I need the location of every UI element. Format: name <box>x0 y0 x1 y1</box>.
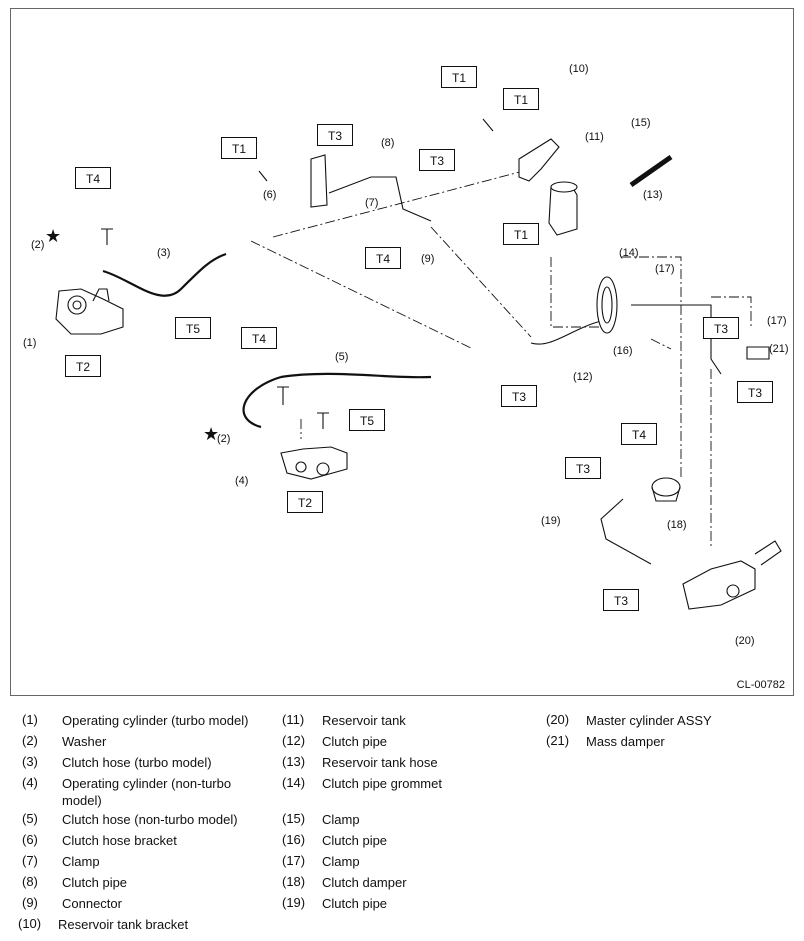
legend-number: (20) <box>546 712 570 727</box>
legend-number: (17) <box>282 853 306 868</box>
torque-tag: T3 <box>565 457 601 479</box>
figure-code: CL-00782 <box>736 679 785 691</box>
legend-number: (19) <box>282 895 306 910</box>
legend-text: Clutch pipe <box>322 734 388 749</box>
part-number-label: (5) <box>335 351 349 363</box>
legend-number: (2) <box>22 733 38 748</box>
part-number-label: (2) <box>217 433 231 445</box>
torque-tag: T4 <box>75 167 111 189</box>
torque-tag: T5 <box>175 317 211 339</box>
legend-number: (9) <box>22 895 38 910</box>
torque-tag: T3 <box>603 589 639 611</box>
legend-number: (12) <box>282 733 306 748</box>
legend-text: Clamp <box>322 812 360 827</box>
part-number-label: (16) <box>613 345 633 357</box>
legend-number: (21) <box>546 733 570 748</box>
part-number-label: (13) <box>643 189 663 201</box>
part-number-label: (17) <box>655 263 675 275</box>
part-number-label: (4) <box>235 475 249 487</box>
part-number-label: (12) <box>573 371 593 383</box>
part-number-label: (7) <box>365 197 379 209</box>
part-number-label: (19) <box>541 515 561 527</box>
legend-text: Clutch pipe <box>322 896 388 911</box>
torque-tag: T1 <box>441 66 477 88</box>
legend-text: Clamp <box>322 854 360 869</box>
legend-number: (7) <box>22 853 38 868</box>
legend-text: Clutch damper <box>322 875 407 890</box>
part-number-label: (2) <box>31 239 45 251</box>
legend-text: Reservoir tank bracket <box>58 917 189 932</box>
legend-text: Connector <box>62 896 122 911</box>
part-number-label: (18) <box>667 519 687 531</box>
torque-tag: T2 <box>287 491 323 513</box>
legend-number: (4) <box>22 775 38 790</box>
part-number-label: (1) <box>23 337 37 349</box>
legend-text: Reservoir tank hose <box>322 755 438 770</box>
torque-tag: T3 <box>317 124 353 146</box>
legend-number: (11) <box>282 712 305 727</box>
legend-text: Clutch hose (non-turbo model) <box>62 812 238 827</box>
legend-number: (16) <box>282 832 306 847</box>
torque-tag: T4 <box>365 247 401 269</box>
legend-number: (15) <box>282 811 306 826</box>
part-number-label: (14) <box>619 247 639 259</box>
torque-tag: T1 <box>221 137 257 159</box>
legend-number: (13) <box>282 754 306 769</box>
part-number-label: (15) <box>631 117 651 129</box>
legend-text: Operating cylinder (turbo model) <box>62 713 249 728</box>
legend-text: Clutch pipe <box>62 875 128 890</box>
part-number-label: (20) <box>735 635 755 647</box>
diagram-frame: T1 T1 T1 T1 T3 T3 T4 T4 T5 T2 T4 T5 T2 T… <box>10 8 794 696</box>
legend-text: Operating cylinder (non-turbo model) <box>62 776 232 808</box>
torque-tag: T3 <box>501 385 537 407</box>
exploded-parts-diagram <box>55 118 782 610</box>
torque-tag: T3 <box>419 149 455 171</box>
legend-text: Clutch pipe grommet <box>322 776 442 791</box>
legend-text: Reservoir tank <box>322 713 406 728</box>
legend-text: Clutch hose (turbo model) <box>62 755 212 770</box>
torque-tag: T4 <box>621 423 657 445</box>
legend-number: (5) <box>22 811 38 826</box>
legend-text: Mass damper <box>586 734 665 749</box>
part-number-label: (17) <box>767 315 787 327</box>
part-number-label: (21) <box>769 343 789 355</box>
legend-number: (8) <box>22 874 38 889</box>
part-number-label: (10) <box>569 63 589 75</box>
legend-number: (10) <box>18 916 42 931</box>
legend-number: (14) <box>282 775 306 790</box>
torque-tag: T3 <box>703 317 739 339</box>
torque-tag: T1 <box>503 223 539 245</box>
legend-text: Clutch pipe <box>322 833 388 848</box>
torque-tag: T2 <box>65 355 101 377</box>
torque-tag: T3 <box>737 381 773 403</box>
part-number-label: (6) <box>263 189 277 201</box>
legend-text: Clutch hose bracket <box>62 833 177 848</box>
torque-tag: T4 <box>241 327 277 349</box>
legend-text: Clamp <box>62 854 100 869</box>
torque-tag: T5 <box>349 409 385 431</box>
star-symbol: ★ <box>203 424 220 444</box>
part-number-label: (8) <box>381 137 395 149</box>
part-number-label: (9) <box>421 253 435 265</box>
star-symbol: ★ <box>45 226 62 246</box>
legend-number: (6) <box>22 832 38 847</box>
legend-number: (3) <box>22 754 38 769</box>
torque-tag: T1 <box>503 88 539 110</box>
part-number-label: (11) <box>585 131 604 143</box>
legend-number: (18) <box>282 874 306 889</box>
legend-text: Washer <box>62 734 107 749</box>
legend-text: Master cylinder ASSY <box>586 713 712 728</box>
part-number-label: (3) <box>157 247 171 259</box>
legend-number: (1) <box>22 712 38 727</box>
